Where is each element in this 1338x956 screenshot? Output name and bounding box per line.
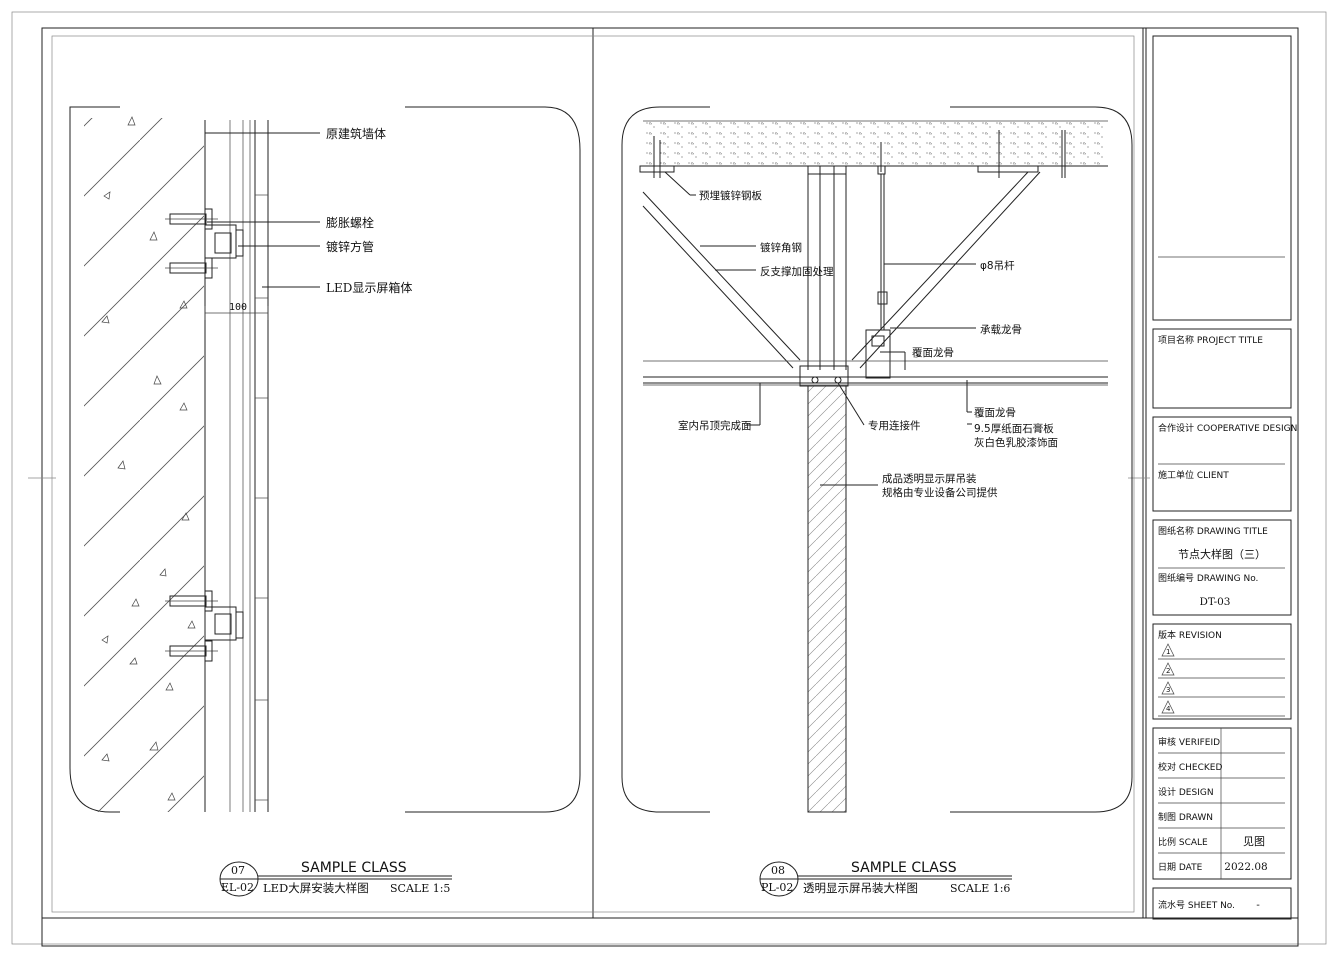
callout-hanger-rod: φ8吊杆 [980,259,1015,272]
caption-07-ref: EL-02 [221,881,254,894]
drawn-label: 制图 DRAWN [1158,811,1213,823]
verified-label: 审核 VERIFEID [1158,736,1220,748]
caption-08-subtitle: 透明显示屏吊装大样图 [803,881,918,895]
design-label: 设计 DESIGN [1158,786,1214,798]
sheet-no-label: 流水号 SHEET No. [1158,899,1235,911]
transparent-screen [807,385,847,813]
caption-08-ref: PL-02 [761,881,793,894]
revision-4: 4 [1166,705,1171,713]
callout-screen-line1: 成品透明显示屏吊装 [882,472,977,485]
sheet-no-value: - [1256,900,1260,911]
revision-3: 3 [1166,686,1170,694]
caption-08-scale: SCALE 1:6 [950,882,1010,895]
date-label: 日期 DATE [1158,862,1203,873]
callout-back-brace: 反支撑加固处理 [760,265,834,278]
callout-tube: 镀锌方管 [326,239,374,254]
concrete-slab [643,121,1108,166]
caption-08-number: 08 [771,864,785,877]
callout-wall: 原建筑墙体 [326,126,386,141]
caption-08: 08 PL-02 SAMPLE CLASS 透明显示屏吊装大样图 SCALE 1… [759,860,1012,897]
project-title-label: 项目名称 PROJECT TITLE [1158,334,1263,346]
frame-border [41,27,1299,947]
main-keel [865,329,891,379]
revision-2: 2 [1166,667,1170,675]
date-value: 2022.08 [1224,861,1267,873]
revision-icon [1161,700,1175,714]
callout-screen-line2: 规格由专业设备公司提供 [882,486,998,499]
caption-07-subtitle: LED大屏安装大样图 [263,881,369,895]
drawing-no-label: 图纸编号 DRAWING No. [1158,572,1258,584]
drawing-title: 节点大样图（三） [1178,547,1266,561]
transparent-screen-hanging-detail: 预埋镀锌钢板 镀锌角钢 反支撑加固处理 φ8吊杆 承载龙骨 覆面龙骨 室内吊顶完… [621,106,1133,897]
upper-bracket [165,208,244,279]
dimension-100: 100 [229,302,247,313]
callout-paint: 灰白色乳胶漆饰面 [974,436,1058,449]
drawing-no: DT-03 [1200,596,1231,608]
callout-cover-keel-top: 覆面龙骨 [912,346,954,359]
scale-value: 见图 [1243,835,1265,848]
title-block: 项目名称 PROJECT TITLE 合作设计 COOPERATIVE DESI… [1152,35,1297,920]
callout-bolt: 膨胀螺栓 [326,215,374,230]
logo-box [1152,35,1292,321]
callout-main-keel: 承载龙骨 [980,323,1022,336]
steel-tube-upper [214,232,232,254]
wall-hatch [84,118,204,812]
checked-label: 校对 CHECKED [1158,761,1222,773]
cooperative-design-label: 合作设计 COOPERATIVE DESIGN [1158,422,1297,434]
lower-bracket [165,590,244,662]
revision-rows: 1 2 3 4 [1158,643,1285,717]
revision-icon [1161,662,1175,676]
outer-border [11,11,1327,945]
callout-embedded-plate: 预埋镀锌钢板 [699,189,762,202]
callout-led-box: LED显示屏箱体 [326,280,412,295]
caption-07-title: SAMPLE CLASS [301,860,407,876]
scale-label: 比例 SCALE [1158,836,1208,848]
drawing-title-label: 图纸名称 DRAWING TITLE [1158,525,1268,537]
caption-07-scale: SCALE 1:5 [390,882,450,895]
caption-07: 07 EL-02 SAMPLE CLASS LED大屏安装大样图 SCALE 1… [219,860,452,897]
revision-icon [1161,681,1175,695]
revision-1: 1 [1166,648,1170,656]
callout-connector: 专用连接件 [868,419,921,432]
led-install-detail: 100 原建筑墙体 膨胀螺栓 镀锌方管 LED显示屏箱体 07 EL-02 SA… [69,106,581,897]
revision-label: 版本 REVISION [1158,629,1222,641]
client-label: 施工单位 CLIENT [1158,469,1229,481]
callout-ceiling-finish: 室内吊顶完成面 [678,419,752,432]
drawing-area [51,35,1135,913]
callout-gypsum-board: 9.5厚纸面石膏板 [974,422,1054,435]
caption-07-number: 07 [231,864,245,877]
callout-cover-keel: 覆面龙骨 [974,406,1016,419]
caption-08-title: SAMPLE CLASS [851,860,957,876]
revision-icon [1161,643,1175,657]
callout-angle-steel: 镀锌角钢 [760,241,802,254]
